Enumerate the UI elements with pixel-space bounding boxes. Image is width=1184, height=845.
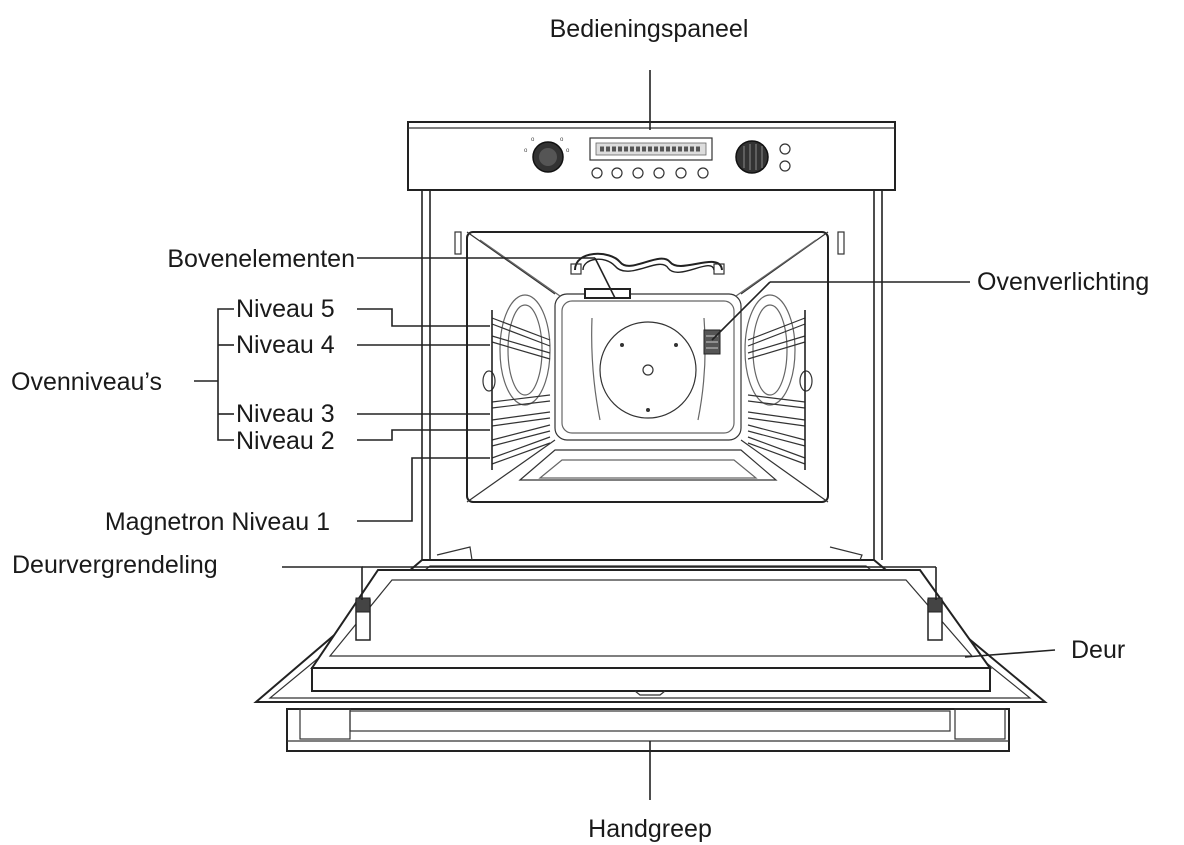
- oven-body: [421, 190, 883, 560]
- oven-door: [253, 546, 1048, 703]
- callout-lines: [194, 70, 1056, 800]
- shelf-runners-left: [491, 310, 551, 470]
- svg-text:o: o: [531, 137, 535, 143]
- door-lock-right: [927, 597, 943, 641]
- label-handle: Handgreep: [588, 815, 712, 843]
- top-heating-element: [570, 252, 725, 299]
- label-oven-levels: Ovenniveau’s: [11, 368, 162, 396]
- label-oven-light: Ovenverlichting: [977, 268, 1149, 296]
- display-panel: [589, 137, 713, 161]
- svg-text:o: o: [566, 148, 570, 154]
- label-top-elements: Bovenelementen: [167, 245, 355, 273]
- oven-cavity: [454, 231, 845, 503]
- right-knob: [735, 140, 769, 174]
- label-level-5: Niveau 5: [236, 295, 335, 323]
- shelf-runners-right: [747, 310, 806, 470]
- label-level-3: Niveau 3: [236, 400, 335, 428]
- label-door-lock: Deurvergrendeling: [12, 551, 218, 579]
- svg-text:o: o: [524, 148, 528, 154]
- label-level-4: Niveau 4: [236, 331, 335, 359]
- svg-text:o: o: [560, 137, 564, 143]
- door-handle: [286, 708, 1010, 752]
- label-magnetron-level-1: Magnetron Niveau 1: [105, 508, 330, 536]
- left-knob: o o o o: [524, 137, 570, 173]
- door-lock-left: [355, 597, 371, 641]
- label-door: Deur: [1071, 636, 1125, 664]
- control-panel: o o o o: [407, 121, 896, 191]
- control-buttons: [591, 167, 709, 179]
- label-control-panel: Bedieningspaneel: [550, 15, 749, 43]
- label-level-2: Niveau 2: [236, 427, 335, 455]
